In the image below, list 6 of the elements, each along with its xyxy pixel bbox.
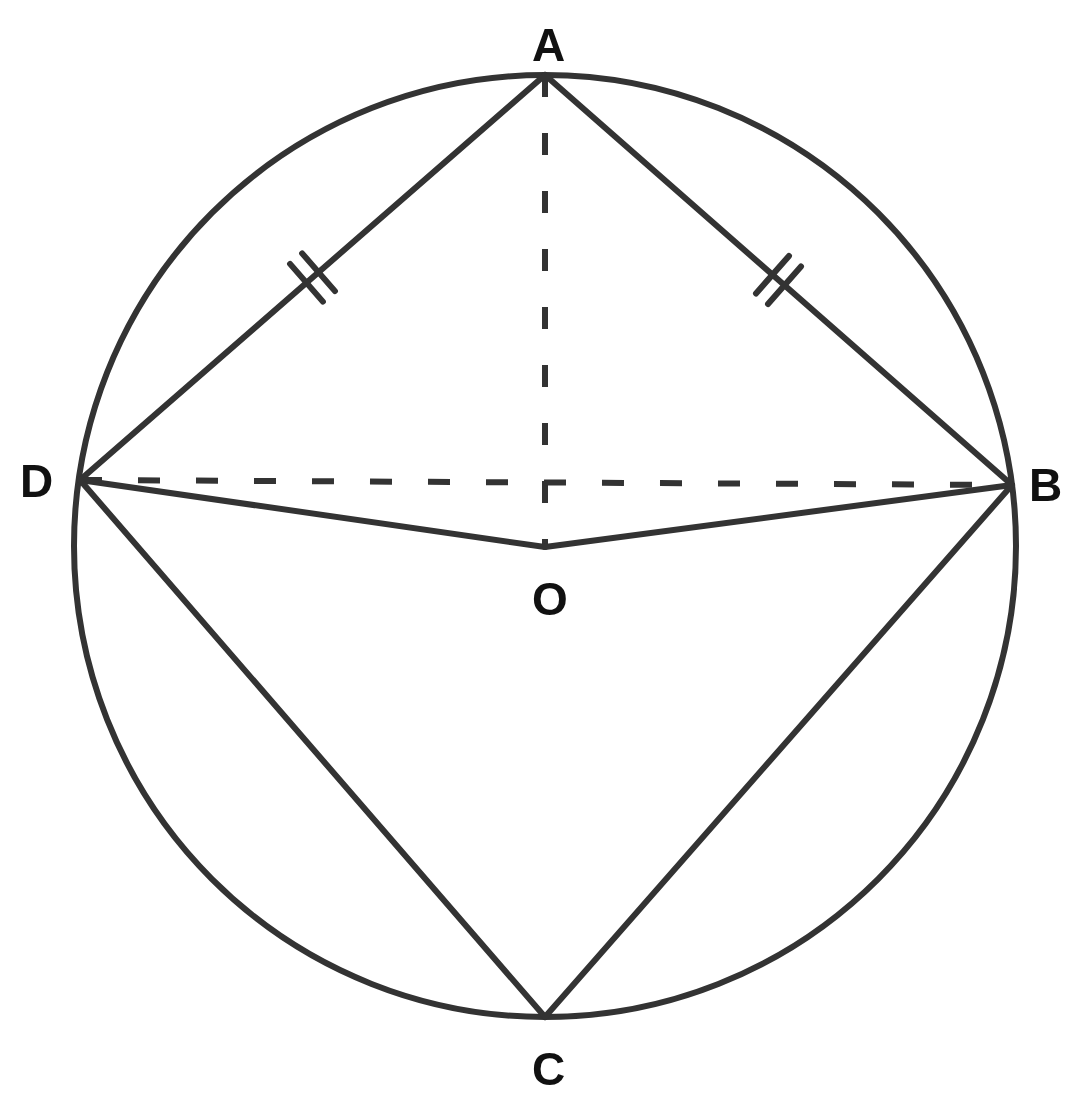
point-label: A — [532, 22, 566, 68]
point-label: B — [1029, 462, 1063, 508]
point-label: C — [532, 1046, 566, 1092]
point-label: O — [532, 576, 568, 622]
point-label: D — [20, 458, 54, 504]
line-segment — [542, 482, 1015, 1020]
